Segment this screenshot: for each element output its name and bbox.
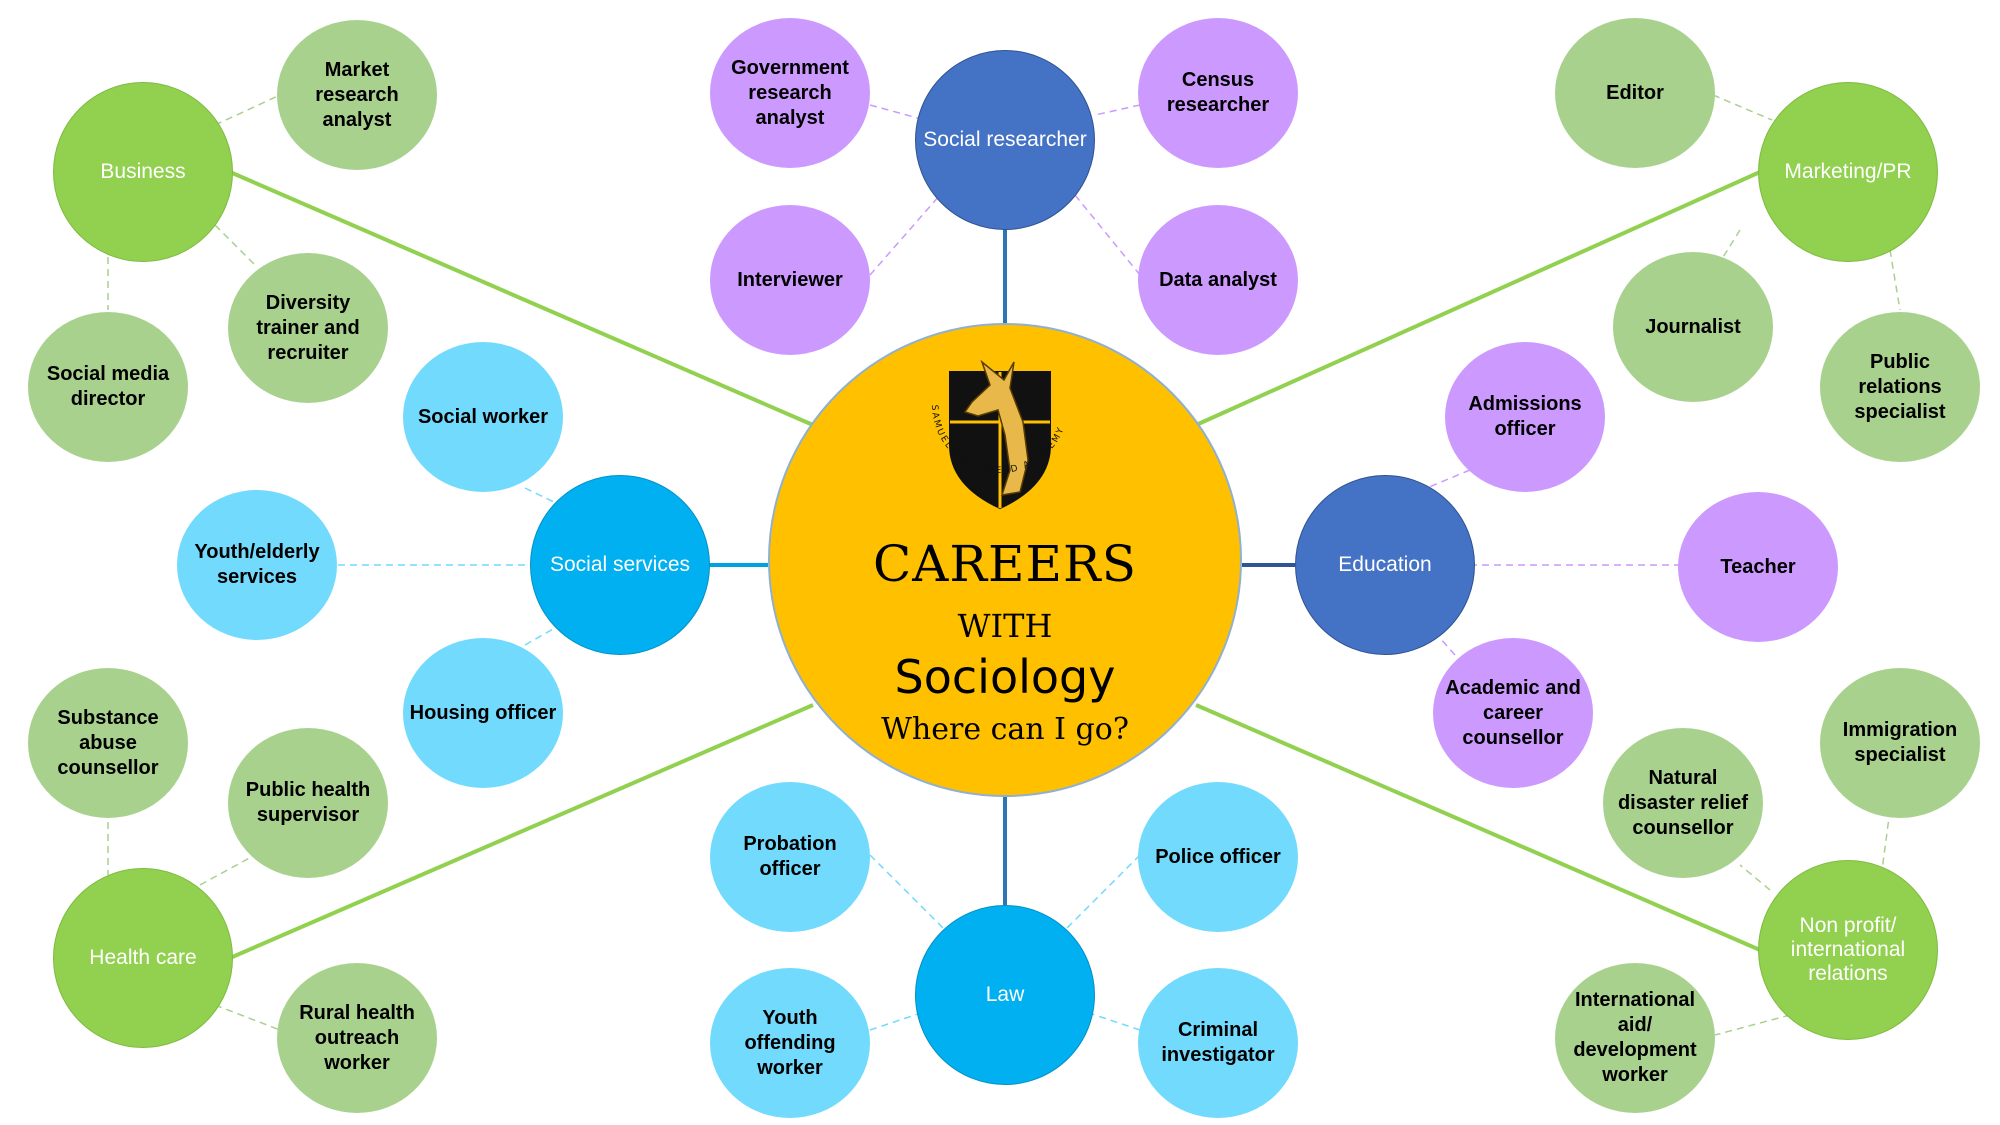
spoke-marketing bbox=[1195, 170, 1761, 427]
hub-law: Law bbox=[915, 905, 1095, 1085]
career-census-researcher: Census researcher bbox=[1138, 18, 1298, 168]
spoke-business bbox=[229, 170, 814, 427]
hub-social-researcher: Social researcher bbox=[915, 50, 1095, 230]
career-journalist: Journalist bbox=[1613, 252, 1773, 402]
hub-social-services: Social services bbox=[530, 475, 710, 655]
career-editor: Editor bbox=[1555, 18, 1715, 168]
career-housing-officer: Housing officer bbox=[403, 638, 563, 788]
career-substance-abuse-counsellor: Substance abuse counsellor bbox=[28, 668, 188, 818]
hub-education: Education bbox=[1295, 475, 1475, 655]
career-public-relations-specialist: Public relations specialist bbox=[1820, 312, 1980, 462]
career-data-analyst: Data analyst bbox=[1138, 205, 1298, 355]
spoke-non-profit bbox=[1195, 703, 1761, 952]
center-title: CAREERS bbox=[873, 535, 1137, 593]
career-academic-counsellor: Academic and career counsellor bbox=[1433, 638, 1593, 788]
career-admissions-officer: Admissions officer bbox=[1445, 342, 1605, 492]
career-diversity-trainer: Diversity trainer and recruiter bbox=[228, 253, 388, 403]
hub-business: Business bbox=[53, 82, 233, 262]
career-social-worker: Social worker bbox=[403, 342, 563, 492]
career-criminal-investigator: Criminal investigator bbox=[1138, 968, 1298, 1118]
career-social-media-director: Social media director bbox=[28, 312, 188, 462]
career-market-research-analyst: Market research analyst bbox=[277, 20, 437, 170]
spoke-health-care bbox=[229, 703, 814, 960]
center-with: WITH bbox=[957, 607, 1053, 645]
career-rural-health-worker: Rural health outreach worker bbox=[277, 963, 437, 1113]
career-youth-offending-worker: Youth offending worker bbox=[710, 968, 870, 1118]
center-question: Where can I go? bbox=[881, 712, 1129, 747]
career-government-research-analyst: Government research analyst bbox=[710, 18, 870, 168]
career-youth-elderly-services: Youth/elderly services bbox=[177, 490, 337, 640]
career-public-health-supervisor: Public health supervisor bbox=[228, 728, 388, 878]
career-interviewer: Interviewer bbox=[710, 205, 870, 355]
hub-marketing-pr: Marketing/PR bbox=[1758, 82, 1938, 262]
career-probation-officer: Probation officer bbox=[710, 782, 870, 932]
career-international-aid-worker: International aid/ development worker bbox=[1555, 963, 1715, 1113]
career-immigration-specialist: Immigration specialist bbox=[1820, 668, 1980, 818]
hub-non-profit: Non profit/ international relations bbox=[1758, 860, 1938, 1040]
center-subject: Sociology bbox=[894, 650, 1116, 704]
career-teacher: Teacher bbox=[1678, 492, 1838, 642]
kangaroo-shield-crest-icon: SAMUEL WHITBREAD ACADEMY bbox=[929, 359, 1065, 510]
hub-health-care: Health care bbox=[53, 868, 233, 1048]
career-police-officer: Police officer bbox=[1138, 782, 1298, 932]
career-natural-disaster-counsellor: Natural disaster relief counsellor bbox=[1603, 728, 1763, 878]
